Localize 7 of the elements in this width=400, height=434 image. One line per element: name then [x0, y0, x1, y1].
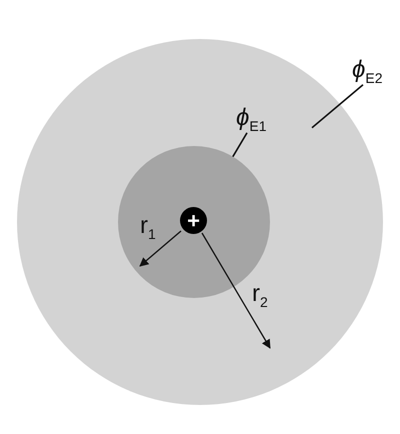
potential-label: ϕ$_{E1}$: [236, 106, 266, 133]
leader-line: [311, 84, 364, 128]
leader-line: [232, 132, 248, 158]
radius-label: r$_{2}$: [252, 282, 268, 309]
radius-label: r$_{1}$: [140, 214, 156, 241]
potential-label: ϕ$_{E2}$: [352, 58, 382, 85]
point-charge: +: [180, 207, 207, 234]
